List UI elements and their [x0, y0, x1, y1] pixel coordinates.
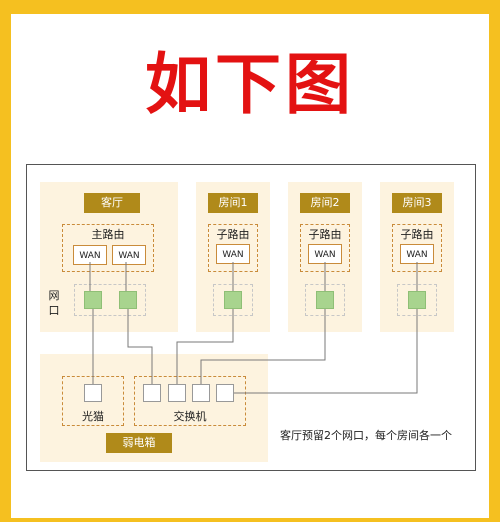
main-router-box [62, 224, 154, 272]
port-label: 网口 [48, 289, 60, 317]
switch-port [168, 384, 186, 402]
switch-port [216, 384, 234, 402]
modem-port [84, 384, 102, 402]
wall-port [84, 291, 102, 309]
switch-port [143, 384, 161, 402]
main-router-label: 主路由 [91, 228, 125, 241]
sub-router-label: 子路由 [308, 228, 342, 241]
weak-box-tag: 弱电箱 [106, 433, 172, 453]
modem-label: 光猫 [82, 410, 104, 423]
diagram-caption: 客厅预留2个网口，每个房间各一个 [280, 429, 452, 442]
switch-box [134, 376, 246, 426]
wall-port [408, 291, 426, 309]
wall-port [119, 291, 137, 309]
page-title: 如下图 [145, 46, 355, 123]
cable [234, 309, 418, 394]
room-tag-room2: 房间2 [300, 193, 350, 213]
sub-router-label: 子路由 [400, 228, 434, 241]
cable [200, 309, 326, 384]
room-tag-room1: 房间1 [208, 193, 258, 213]
room-tag-living: 客厅 [84, 193, 140, 213]
cable [127, 309, 153, 384]
switch-port [192, 384, 210, 402]
sub-router-label: 子路由 [216, 228, 250, 241]
wall-port-group [74, 284, 146, 316]
wan-port: WAN [112, 245, 146, 265]
switch-label: 交换机 [173, 410, 207, 423]
wall-port [316, 291, 334, 309]
room-tag-room3: 房间3 [392, 193, 442, 213]
wall-port [224, 291, 242, 309]
cable [176, 309, 234, 384]
